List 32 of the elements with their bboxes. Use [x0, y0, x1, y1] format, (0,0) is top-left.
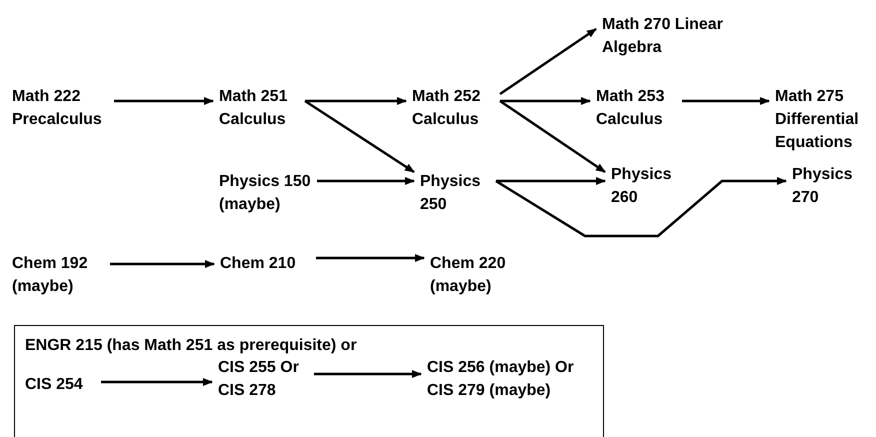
course-label: Chem 220 (maybe) [430, 252, 520, 298]
course-label: Math 275 Differential Equations [775, 85, 873, 154]
arrow [317, 177, 415, 185]
arrow [499, 28, 597, 96]
arrow [496, 177, 606, 185]
course-label: Chem 210 [220, 252, 310, 275]
arrow [304, 100, 415, 174]
course-label: CIS 256 (maybe) Or CIS 279 (maybe) [427, 356, 577, 402]
course-label: Math 270 Linear Algebra [602, 13, 732, 59]
course-label: CIS 255 Or CIS 278 [218, 356, 308, 402]
course-label: Physics 270 [792, 163, 862, 209]
arrow [305, 97, 407, 105]
arrow [314, 370, 422, 378]
arrow [316, 254, 425, 262]
arrow [500, 97, 591, 105]
course-label: Physics 260 [611, 163, 681, 209]
course-label: Chem 192 (maybe) [12, 252, 104, 298]
arrow [110, 260, 215, 268]
arrow [114, 97, 214, 105]
course-label: Physics 150 (maybe) [219, 170, 311, 216]
group-heading: ENGR 215 (has Math 251 as prerequisite) or [25, 336, 357, 356]
course-label: CIS 254 [25, 373, 95, 396]
course-label: Math 222 Precalculus [12, 85, 108, 131]
group-box [14, 325, 604, 437]
course-label: Physics 250 [420, 170, 490, 216]
arrow [499, 100, 606, 174]
arrow [682, 97, 770, 105]
course-label: Math 253 Calculus [596, 85, 676, 131]
arrow [495, 177, 787, 238]
course-label: Math 252 Calculus [412, 85, 494, 131]
course-label: Math 251 Calculus [219, 85, 299, 131]
arrow [101, 378, 213, 386]
